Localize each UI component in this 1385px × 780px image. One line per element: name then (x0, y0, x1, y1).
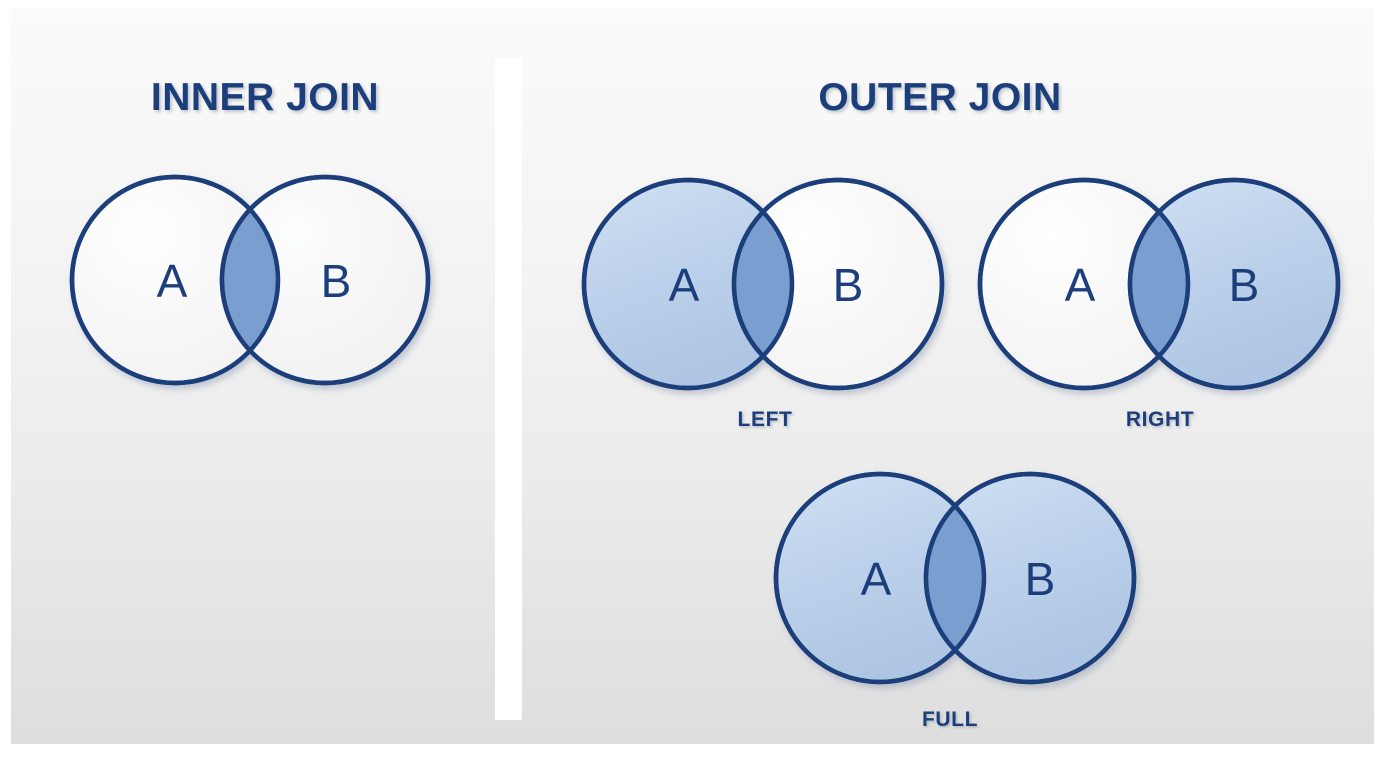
section-divider (495, 58, 522, 720)
venn-diagram-left[interactable]: A B (562, 162, 958, 404)
venn-label-a: A (669, 259, 700, 311)
venn-label-a: A (1065, 259, 1096, 311)
venn-circle-b-outline (923, 471, 1137, 685)
venn-label-a: A (861, 553, 892, 605)
venn-label-b: B (1229, 259, 1260, 311)
venn-diagram-full[interactable]: A B (758, 460, 1154, 704)
venn-circle-a-outline (773, 471, 987, 685)
venn-circle-a-outline (69, 174, 281, 386)
venn-caption-right: RIGHT (1125, 408, 1195, 431)
venn-circle-b-outline (1127, 177, 1341, 391)
venn-label-a: A (157, 255, 188, 307)
venn-label-b: B (833, 259, 864, 311)
venn-caption-full: FULL (921, 708, 979, 731)
section-title-inner-join: INNER JOIN (150, 76, 380, 119)
venn-circle-b-outline (731, 177, 945, 391)
section-title-outer-join: OUTER JOIN (818, 76, 1062, 119)
venn-circle-b-outline (219, 174, 431, 386)
venn-label-b: B (1025, 553, 1056, 605)
venn-caption-left: LEFT (737, 408, 793, 431)
venn-circle-a-outline (977, 177, 1191, 391)
venn-diagram-right[interactable]: A B (958, 162, 1354, 404)
venn-circle-a-outline (581, 177, 795, 391)
venn-label-b: B (321, 255, 352, 307)
venn-diagram-inner[interactable]: A B (52, 160, 448, 400)
